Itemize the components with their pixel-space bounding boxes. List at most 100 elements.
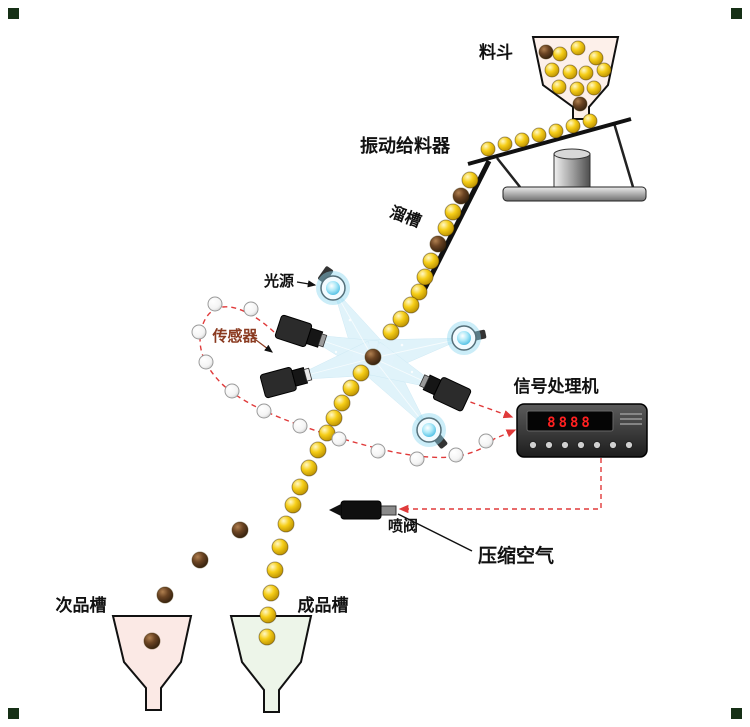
good-particle: [277, 515, 295, 533]
spray-valve: [329, 500, 473, 552]
sensor-camera-lower-right: [419, 374, 472, 412]
reject-particle: [538, 44, 554, 60]
reject-particle: [156, 586, 174, 604]
good-particle: [342, 379, 360, 397]
good-particle: [578, 65, 594, 81]
feeder-base: [502, 186, 647, 202]
good-particle: [480, 141, 496, 157]
reject-particle: [452, 187, 470, 205]
good-particle: [271, 538, 289, 556]
light-source-bottom: [412, 413, 448, 449]
good-particle: [410, 283, 428, 301]
corner-marker: [8, 8, 742, 719]
good-particle: [562, 64, 578, 80]
good-particle: [300, 459, 318, 477]
processor-buttons[interactable]: [528, 440, 634, 450]
good-particle: [570, 40, 586, 56]
processor-to-valve-line: [398, 458, 602, 514]
reject-particle: [143, 632, 161, 650]
valve-body: [340, 500, 382, 520]
good-particle: [258, 628, 276, 646]
reject-particle: [231, 521, 249, 539]
reject-particle: [429, 235, 447, 253]
good-particle: [569, 81, 585, 97]
signal-node-ball: [224, 383, 240, 399]
good-particle: [333, 394, 351, 412]
processor-display-digits: 8888: [547, 415, 593, 431]
reject-particle: [364, 348, 382, 366]
reject-particle: [191, 551, 209, 569]
signal-node-ball: [478, 433, 494, 449]
signal-processor: 8888: [516, 403, 648, 458]
reject-bin-label: 次品槽: [56, 595, 107, 616]
good-particle: [262, 584, 280, 602]
air-supply-line: [397, 513, 473, 552]
good-particle: [548, 123, 564, 139]
reject-bin-funnel: [111, 615, 193, 711]
light-source-right: [447, 321, 487, 355]
good-particle: [552, 46, 568, 62]
good-particle: [352, 364, 370, 382]
signal-node-ball: [448, 447, 464, 463]
product-bin-funnel: [229, 615, 313, 713]
good-particle: [422, 252, 440, 270]
good-particle: [259, 606, 277, 624]
good-particle: [309, 441, 327, 459]
good-particle: [382, 323, 400, 341]
signal-node-ball: [243, 301, 259, 317]
spray-valve-label: 喷阀: [388, 517, 418, 535]
reject-particle: [572, 96, 588, 112]
feeder-tray: [467, 117, 632, 166]
vibrating-feeder: [467, 117, 647, 202]
feeder-motor-top: [553, 148, 591, 160]
signal-node-ball: [292, 418, 308, 434]
good-particle: [497, 136, 513, 152]
good-particle: [291, 478, 309, 496]
good-particle: [461, 171, 479, 189]
good-particle: [284, 496, 302, 514]
signal-node-ball: [191, 324, 207, 340]
good-particle: [437, 219, 455, 237]
hopper-label: 料斗: [479, 42, 513, 63]
good-particle: [325, 409, 343, 427]
processor-display: [526, 410, 614, 432]
good-particle: [596, 62, 612, 78]
signal-node-ball: [198, 354, 214, 370]
good-particle: [582, 113, 598, 129]
feeder-motor: [553, 153, 591, 188]
valve-connector: [380, 505, 397, 516]
signal-node-ball: [256, 403, 272, 419]
processor-vent: [620, 413, 642, 425]
good-particle: [531, 127, 547, 143]
light-source-pointer: [296, 280, 317, 288]
good-particle: [565, 118, 581, 134]
signal-node-ball: [331, 431, 347, 447]
sensor-label: 传感器: [211, 327, 258, 345]
light-source-label: 光源: [263, 272, 294, 290]
sensor-signal-loop: [199, 306, 517, 459]
signal-node-ball: [370, 443, 386, 459]
feeder-legs: [496, 122, 635, 188]
good-particle: [544, 62, 560, 78]
signal-node-ball: [207, 296, 223, 312]
valve-nozzle: [329, 504, 341, 516]
light-source-top: [316, 266, 350, 305]
good-particle: [392, 310, 410, 328]
good-particle: [416, 268, 434, 286]
signal-node-ball: [409, 451, 425, 467]
chute-plate: [418, 159, 492, 298]
good-particle: [266, 561, 284, 579]
sensor-pointer: [255, 339, 273, 353]
sensor-signal-line: [461, 398, 514, 419]
good-particle: [514, 132, 530, 148]
compressed-air-label: 压缩空气: [478, 544, 554, 567]
sensor-camera-left: [259, 367, 313, 399]
sensor-camera-upper-left: [274, 314, 328, 348]
good-particle: [588, 50, 604, 66]
good-particle: [444, 203, 462, 221]
feeder-label: 振动给料器: [360, 135, 451, 157]
chute-label: 溜槽: [387, 202, 424, 231]
signal-processor-label: 信号处理机: [514, 376, 599, 397]
